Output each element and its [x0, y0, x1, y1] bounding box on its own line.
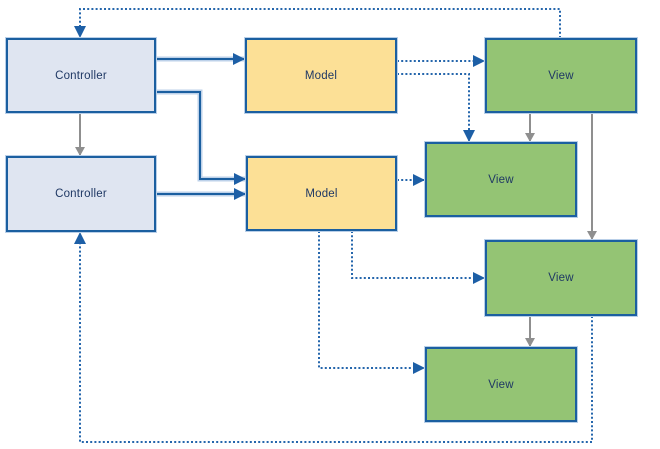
node-view-4: View	[425, 347, 577, 422]
node-controller-1: Controller	[6, 38, 156, 113]
node-model-2: Model	[246, 156, 397, 231]
node-model-2-label: Model	[305, 187, 338, 200]
node-view-4-label: View	[488, 378, 514, 391]
edge-model2-view3	[351, 231, 485, 284]
node-view-3-label: View	[548, 272, 574, 284]
node-view-1: View	[485, 38, 637, 113]
edge-view1-controller1	[74, 8, 561, 38]
node-view-3: View	[485, 240, 637, 316]
node-view-1-label: View	[548, 69, 574, 82]
edge-model1-view2	[397, 73, 475, 142]
edge-model2-view4	[318, 231, 425, 374]
node-view-2-label: View	[488, 173, 514, 186]
edge-controller1-model2	[156, 89, 246, 185]
node-controller-1-label: Controller	[55, 69, 107, 82]
node-view-2: View	[425, 142, 577, 217]
node-model-1-label: Model	[304, 69, 338, 82]
node-model-1: Model	[245, 38, 397, 113]
node-controller-2-label: Controller	[55, 188, 107, 200]
node-controller-2: Controller	[6, 156, 156, 232]
edge-view3-controller2	[74, 232, 593, 443]
